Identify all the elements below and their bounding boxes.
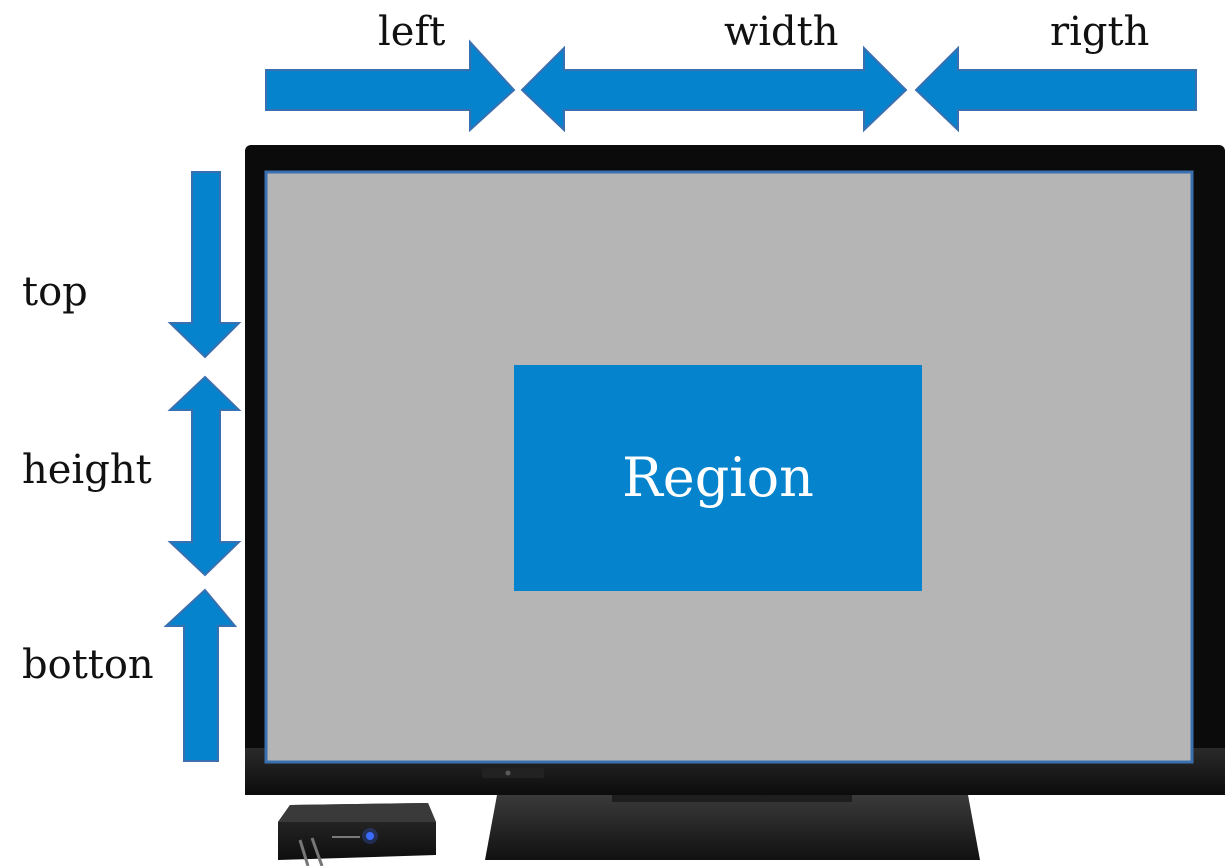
tv-stand-neck bbox=[612, 792, 852, 802]
width-label: width bbox=[724, 9, 839, 55]
arrow-right-icon bbox=[265, 39, 516, 133]
tv-power-led bbox=[505, 770, 511, 776]
top-label: top bbox=[22, 269, 88, 315]
tv-button-strip bbox=[482, 768, 544, 778]
arrow-down-icon bbox=[167, 171, 242, 359]
region-box: Region bbox=[514, 365, 922, 591]
set-top-box-cable bbox=[298, 837, 324, 866]
right-label: rigth bbox=[1050, 9, 1150, 55]
tv-stand bbox=[485, 795, 980, 860]
arrow-left-icon bbox=[914, 45, 1197, 133]
set-top-box-led-glow bbox=[362, 828, 378, 844]
double-arrow-horizontal-icon bbox=[520, 45, 908, 133]
set-top-box-led bbox=[366, 832, 374, 840]
region-label: Region bbox=[622, 446, 814, 509]
set-top-box-top bbox=[278, 803, 436, 822]
height-label: height bbox=[22, 447, 152, 493]
bottom-label: botton bbox=[22, 642, 154, 688]
double-arrow-vertical-icon bbox=[167, 375, 242, 577]
arrow-up-icon bbox=[163, 588, 238, 762]
set-top-box-icon bbox=[278, 803, 436, 866]
left-label: left bbox=[378, 9, 446, 55]
